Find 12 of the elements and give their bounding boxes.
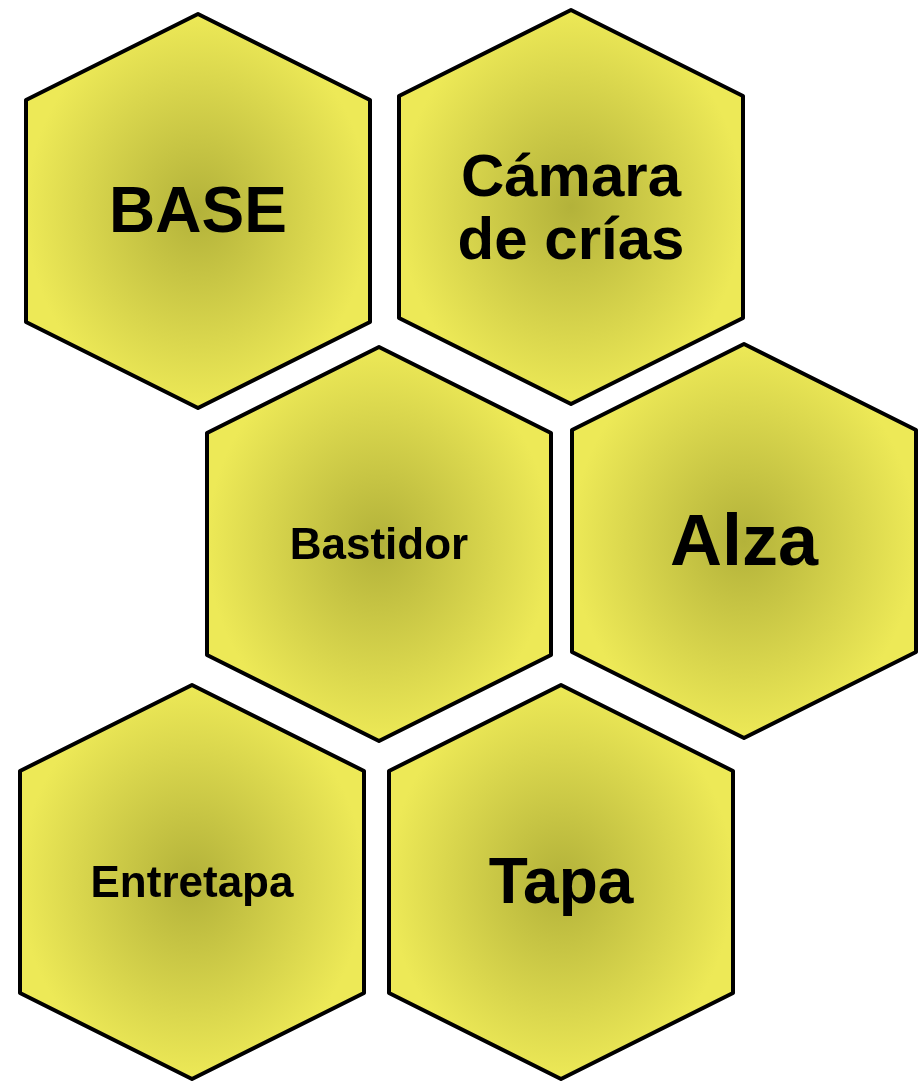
hexagon [24, 12, 372, 410]
hexagon-label: Alza [668, 503, 820, 579]
hexagon [397, 8, 745, 406]
hexagon-label: Bastidor [288, 520, 470, 568]
hexagon [570, 342, 918, 740]
hexagon-label: Cámara de crías [456, 144, 686, 270]
hexagon [387, 683, 735, 1081]
hexagon-label: Entretapa [89, 858, 295, 906]
hexagon [205, 345, 553, 743]
hexagon-label: BASE [108, 177, 288, 245]
hexagon [18, 683, 366, 1081]
hexagon-label: Tapa [487, 848, 635, 916]
